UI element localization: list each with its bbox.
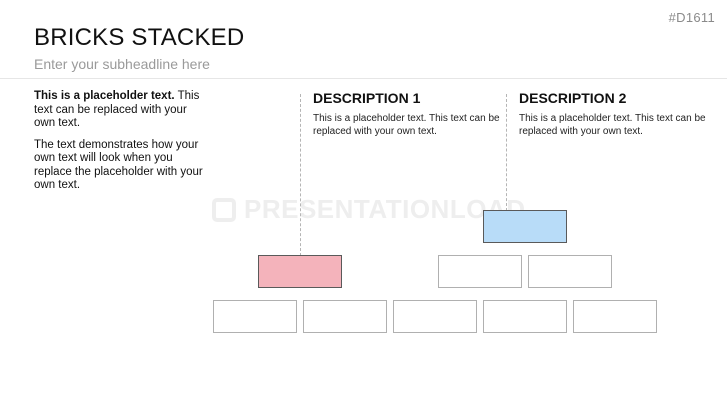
description-2-title: DESCRIPTION 2 [519,90,627,106]
brick [213,300,297,333]
brick [483,300,567,333]
brick-highlight-blue [483,210,567,243]
left-bold-lead: This is a placeholder text. [34,90,175,102]
left-paragraph-1: This is a placeholder text. This text ca… [34,90,210,131]
left-text-block: This is a placeholder text. This text ca… [34,90,210,201]
brick [528,255,612,288]
brick [573,300,657,333]
brick [303,300,387,333]
connector-line-2 [506,94,507,211]
left-rest: This text can be replaced with your own … [34,90,200,129]
page-subtitle: Enter your subheadline here [34,56,210,72]
header-divider [0,78,727,79]
connector-line-1 [300,94,301,256]
description-1-title: DESCRIPTION 1 [313,90,421,106]
watermark: PRESENTATIONLOAD [212,194,525,225]
description-2: DESCRIPTION 2 This is a placeholder text… [519,90,709,138]
left-paragraph-2: The text demonstrates how your own text … [34,138,203,192]
watermark-logo-icon [212,197,236,222]
description-1: DESCRIPTION 1 This is a placeholder text… [313,90,503,138]
page-title: BRICKS STACKED [34,24,245,51]
slide-id: #D1611 [668,10,715,25]
description-2-body: This is a placeholder text. This text ca… [519,113,706,137]
watermark-text: PRESENTATIONLOAD [244,194,526,224]
brick-highlight-pink [258,255,342,288]
description-1-body: This is a placeholder text. This text ca… [313,113,500,137]
brick [438,255,522,288]
brick [393,300,477,333]
